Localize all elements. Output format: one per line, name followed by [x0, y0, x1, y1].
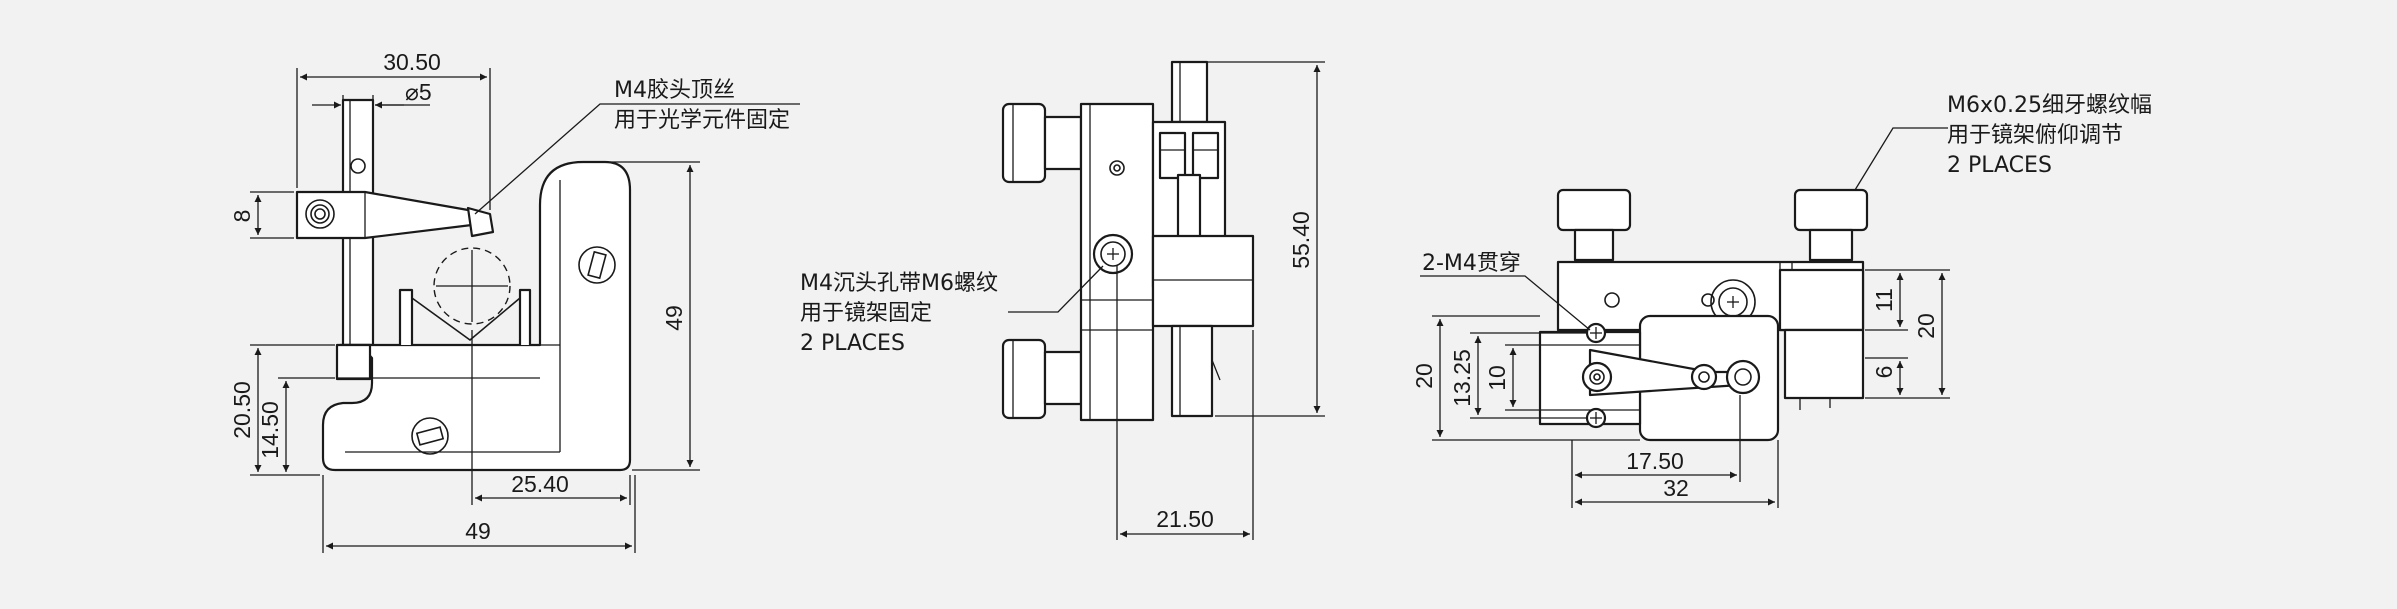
dim-17-50: 17.50: [1626, 448, 1684, 474]
dim-30-50: 30.50: [383, 49, 441, 75]
adjuster-knob-right: [1793, 188, 1869, 262]
pivot-screw: [1581, 361, 1613, 393]
left-view: 30.50 ⌀5 8 20.50 14.50 49 25.40: [229, 49, 800, 553]
optic-outline: [433, 247, 511, 325]
dim-49-vertical: 49: [661, 305, 687, 331]
note-m4-tip-line2: 用于光学元件固定: [614, 108, 790, 133]
v-support-right: [518, 288, 532, 345]
base-step: [335, 343, 372, 381]
spring-screw: [1725, 359, 1761, 395]
middle-view: 55.40 21.50 M4沉头孔带M6螺纹 用于镜架固定 2 PLACES: [800, 60, 1325, 540]
knob-bottom: [1001, 338, 1083, 420]
right-plate: [1151, 234, 1255, 328]
dim-6: 6: [1871, 366, 1897, 379]
thread-housing: [1778, 268, 1865, 332]
hex-screw-lower: [411, 417, 449, 455]
dim-25-40: 25.40: [511, 471, 569, 497]
hex-screw-upper: [578, 246, 616, 284]
lower-housing: [1783, 328, 1865, 400]
collar-right: [1191, 131, 1220, 180]
dim-10: 10: [1484, 365, 1510, 391]
dim-8: 8: [229, 210, 255, 223]
m4-tip-screw: [466, 206, 495, 238]
dim-20-50: 20.50: [229, 381, 255, 439]
knob-top: [1001, 102, 1083, 184]
note-thread-line1: M6x0.25细牙螺纹幅: [1947, 93, 2152, 118]
note-m4-through: 2-M4贯穿: [1422, 251, 1521, 276]
l-bracket-body: [321, 160, 632, 472]
dim-32: 32: [1663, 475, 1689, 501]
dim-14-50: 14.50: [257, 401, 283, 459]
top-stem: [1170, 60, 1209, 124]
post-hole: [350, 158, 366, 174]
note-thread-line3: 2 PLACES: [1947, 153, 2052, 178]
body-hole: [1109, 160, 1125, 176]
note-counterbore-line3: 2 PLACES: [800, 331, 905, 356]
dim-20-right: 20: [1913, 313, 1939, 339]
dim-20-left: 20: [1411, 363, 1437, 389]
dim-13-25: 13.25: [1449, 349, 1475, 407]
v-support-left: [398, 288, 414, 345]
right-view: 11 20 6 20 13.25 10 17.50 32: [1411, 93, 2152, 508]
lower-stem: [1170, 324, 1214, 418]
lever-end-screw: [1690, 363, 1718, 391]
clamp-screw-outer: [305, 199, 335, 229]
dim-49-horizontal: 49: [465, 518, 491, 544]
collar-left: [1158, 131, 1187, 180]
dim-11: 11: [1871, 288, 1897, 312]
note-counterbore-line1: M4沉头孔带M6螺纹: [800, 271, 998, 296]
dim-21-50: 21.50: [1156, 506, 1214, 532]
adjuster-knob-left: [1556, 188, 1632, 262]
dim-55-40: 55.40: [1288, 211, 1314, 269]
note-m4-tip-line1: M4胶头顶丝: [614, 78, 735, 103]
note-thread-line2: 用于镜架俯仰调节: [1947, 123, 2123, 148]
dim-diameter-5: ⌀5: [405, 79, 432, 105]
note-counterbore-line2: 用于镜架固定: [800, 301, 932, 326]
